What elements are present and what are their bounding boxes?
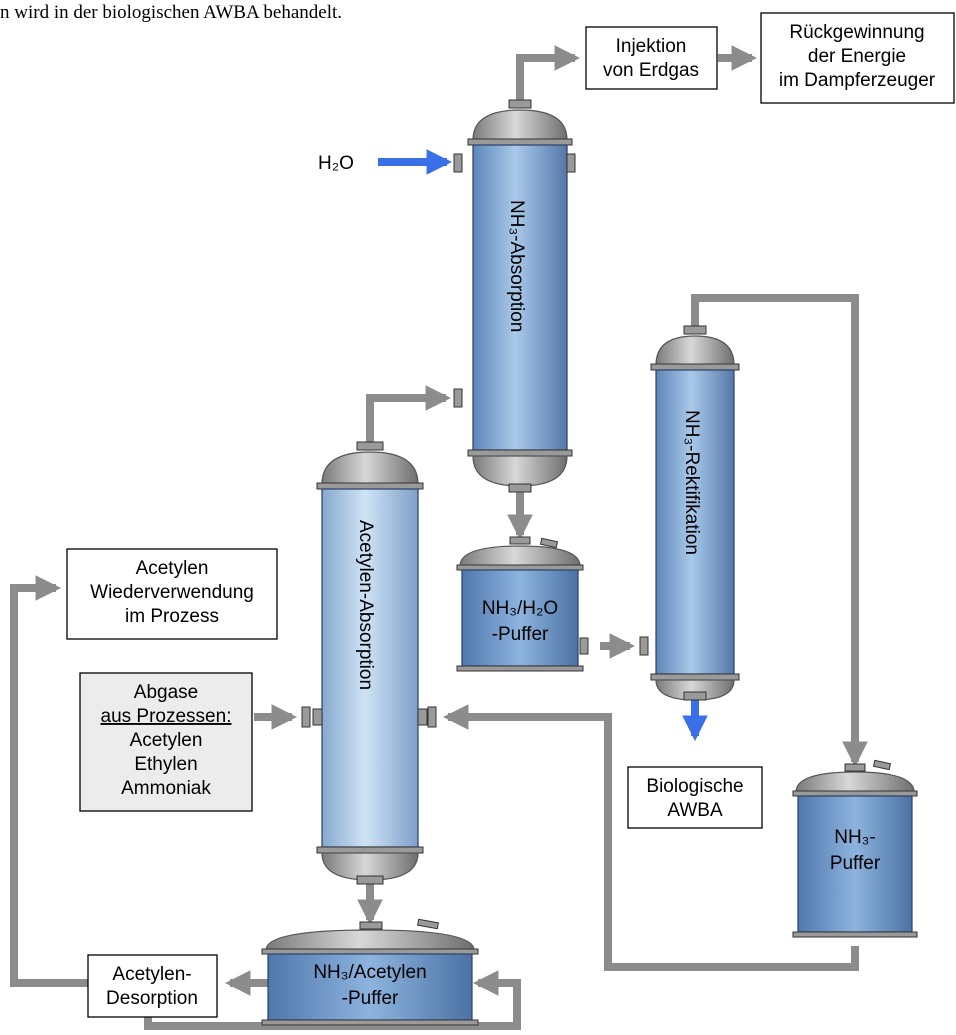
nh3-acetylen-puffer-label-1: NH₃/Acetylen — [313, 962, 426, 983]
acetylen-desorption-label-1: Acetylen- — [112, 964, 191, 985]
injektion-label-1: Injektion — [616, 36, 687, 57]
nh3-h2o-puffer-label-2: -Puffer — [492, 624, 549, 645]
nh3-puffer-tank — [792, 759, 918, 938]
pipe-nh3-abs-to-injektion — [516, 45, 581, 100]
biologische-label-1: Biologische — [646, 776, 743, 797]
acetylen-desorption-label-2: Desorption — [106, 988, 198, 1009]
nh3-absorption-label: NH₃-Absorption — [506, 200, 527, 332]
abgase-label-2: aus Prozessen: — [101, 706, 232, 727]
acetylen-wieder-label-1: Acetylen — [136, 558, 209, 579]
biologische-awba-box: Biologische AWBA — [627, 766, 763, 829]
nh3-puffer-label-1: NH₃- — [834, 827, 876, 848]
pipe-desorption-loop-to-puffer — [144, 970, 521, 1030]
rueckgewinnung-label-3: im Dampferzeuger — [779, 70, 936, 91]
rueckgewinnung-box: Rückgewinnung der Energie im Dampferzeug… — [760, 12, 955, 104]
nh3-puffer-label-2: Puffer — [830, 853, 881, 874]
rueckgewinnung-label-1: Rückgewinnung — [789, 22, 924, 43]
nh3-rektifikation-column — [639, 325, 740, 701]
abgase-box: Abgase aus Prozessen: Acetylen Ethylen A… — [79, 672, 253, 812]
acetylen-wieder-label-2: Wiederverwendung — [90, 582, 254, 603]
injektion-box: Injektion von Erdgas — [585, 26, 718, 90]
nh3-h2o-puffer-tank — [456, 536, 589, 672]
pipe-acetylen-to-nh3-absorption — [366, 385, 452, 442]
abgase-label-5: Ammoniak — [121, 778, 211, 799]
pipe-desorption-to-wiederverwendung — [10, 575, 88, 987]
nh3-rektifikation-label: NH₃-Rektifikation — [681, 410, 702, 555]
acetylen-wiederverwendung-box: Acetylen Wiederverwendung im Prozess — [66, 548, 278, 640]
pipe-nh3-puffer-to-acetylen-absorption — [442, 704, 859, 971]
abgase-label-4: Ethylen — [134, 754, 197, 775]
biologische-label-2: AWBA — [667, 800, 723, 821]
abgase-label-1: Abgase — [134, 682, 198, 703]
acetylen-absorption-column — [301, 441, 437, 885]
header-text-fragment: n wird in der biologischen AWBA behandel… — [0, 2, 342, 23]
pipe-rektifikation-to-nh3-puffer — [691, 294, 868, 768]
nh3-acetylen-puffer-tank — [261, 918, 479, 1026]
injektion-label-2: von Erdgas — [603, 60, 699, 81]
nh3-acetylen-puffer-label-2: -Puffer — [342, 988, 399, 1009]
h2o-label: H₂O — [318, 153, 354, 174]
rueckgewinnung-label-2: der Energie — [808, 46, 906, 67]
nh3-absorption-column — [453, 99, 576, 493]
abgase-label-3: Acetylen — [130, 730, 203, 751]
acetylen-desorption-box: Acetylen- Desorption — [87, 954, 218, 1018]
nh3-h2o-puffer-label-1: NH₃/H₂O — [482, 598, 558, 619]
acetylen-wieder-label-3: im Prozess — [125, 606, 219, 627]
acetylen-absorption-label: Acetylen-Absorption — [355, 520, 376, 690]
